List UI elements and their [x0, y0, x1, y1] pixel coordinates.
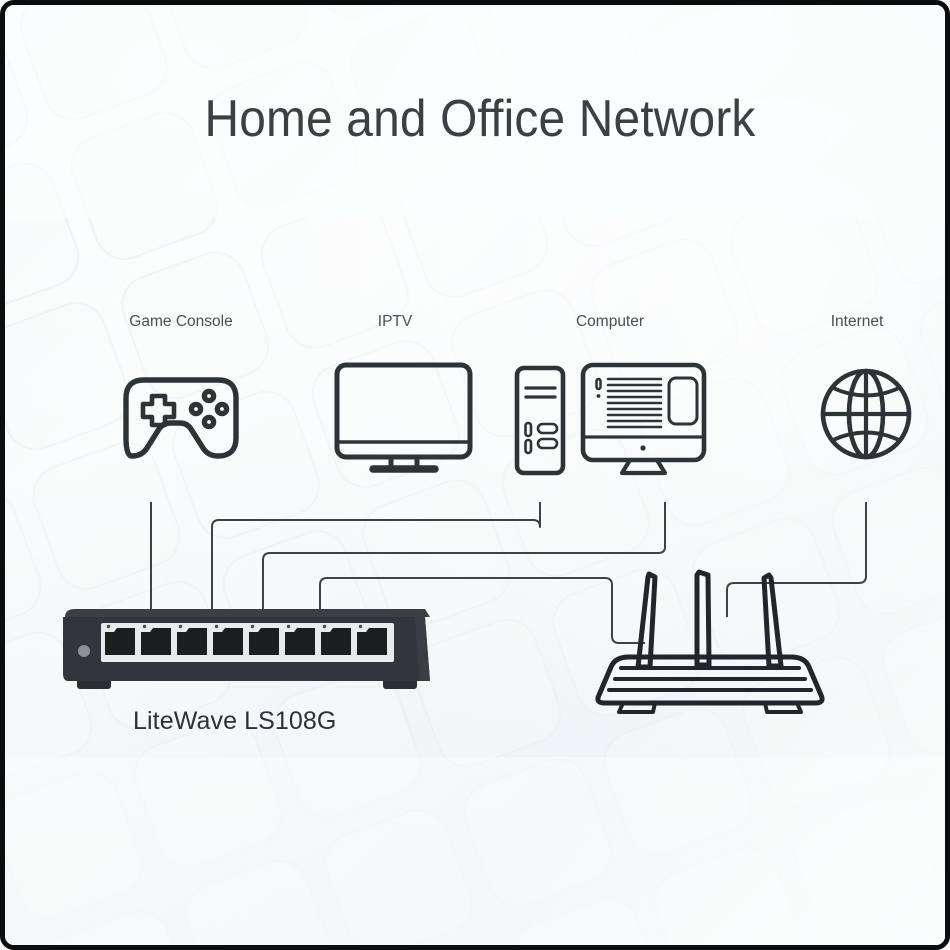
device-label-internet: Internet	[830, 313, 884, 330]
tv-neck	[388, 454, 420, 469]
gamepad-icon	[123, 377, 239, 459]
router-antenna-left	[635, 571, 658, 670]
network-diagram	[63, 362, 912, 714]
tv-screen	[334, 362, 473, 460]
switch-model-label: LiteWave LS108G	[133, 707, 337, 735]
switch-top-lid	[65, 609, 430, 617]
monitor-stand	[619, 457, 668, 476]
television-icon	[334, 362, 473, 473]
router-foot-right	[763, 701, 803, 714]
switch-port-2	[141, 624, 171, 655]
switch-ports	[105, 624, 387, 655]
globe-icon	[820, 368, 912, 460]
desktop-computer-icon	[514, 362, 707, 476]
switch-bevel	[415, 617, 430, 681]
device-computer[interactable]	[513, 360, 709, 478]
cable-computer	[262, 502, 666, 612]
device-internet[interactable]	[821, 368, 913, 460]
gamepad-button-right	[214, 401, 230, 417]
switch-status-led	[78, 645, 90, 657]
device-label-computer: Computer	[575, 313, 645, 330]
router-foot-left	[617, 701, 657, 714]
monitor-screen-content	[595, 376, 699, 429]
gamepad-button-bottom	[201, 414, 217, 430]
cable-switch-router	[319, 577, 645, 644]
device-game-console[interactable]	[123, 365, 243, 465]
cable-internet-router	[726, 502, 867, 617]
wireless-router[interactable]	[595, 569, 825, 714]
computer-monitor	[580, 362, 707, 476]
router-body	[595, 654, 825, 706]
switch-port-4	[213, 624, 243, 655]
router-antenna-right	[761, 572, 784, 669]
router-vents	[607, 666, 813, 692]
connection-lines	[150, 502, 867, 644]
switch-port-3	[177, 624, 207, 655]
cable-iptv	[211, 502, 541, 612]
page-title: Home and Office Network	[204, 90, 756, 148]
device-iptv[interactable]	[335, 360, 475, 475]
device-label-game-console: Game Console	[129, 313, 233, 330]
monitor-led	[640, 445, 646, 451]
switch-port-5	[249, 624, 279, 655]
switch-port-7	[321, 624, 351, 655]
gamepad-dpad-icon	[140, 393, 177, 428]
switch-port-panel	[101, 623, 394, 662]
switch-port-6	[285, 624, 315, 655]
network-switch[interactable]	[63, 609, 430, 689]
switch-port-1	[105, 624, 135, 655]
router-antenna-center	[694, 569, 712, 668]
gamepad-button-top	[201, 388, 217, 404]
computer-tower	[514, 365, 566, 476]
device-label-iptv: IPTV	[377, 313, 413, 330]
gamepad-button-left	[188, 401, 204, 417]
switch-port-8	[357, 624, 387, 655]
